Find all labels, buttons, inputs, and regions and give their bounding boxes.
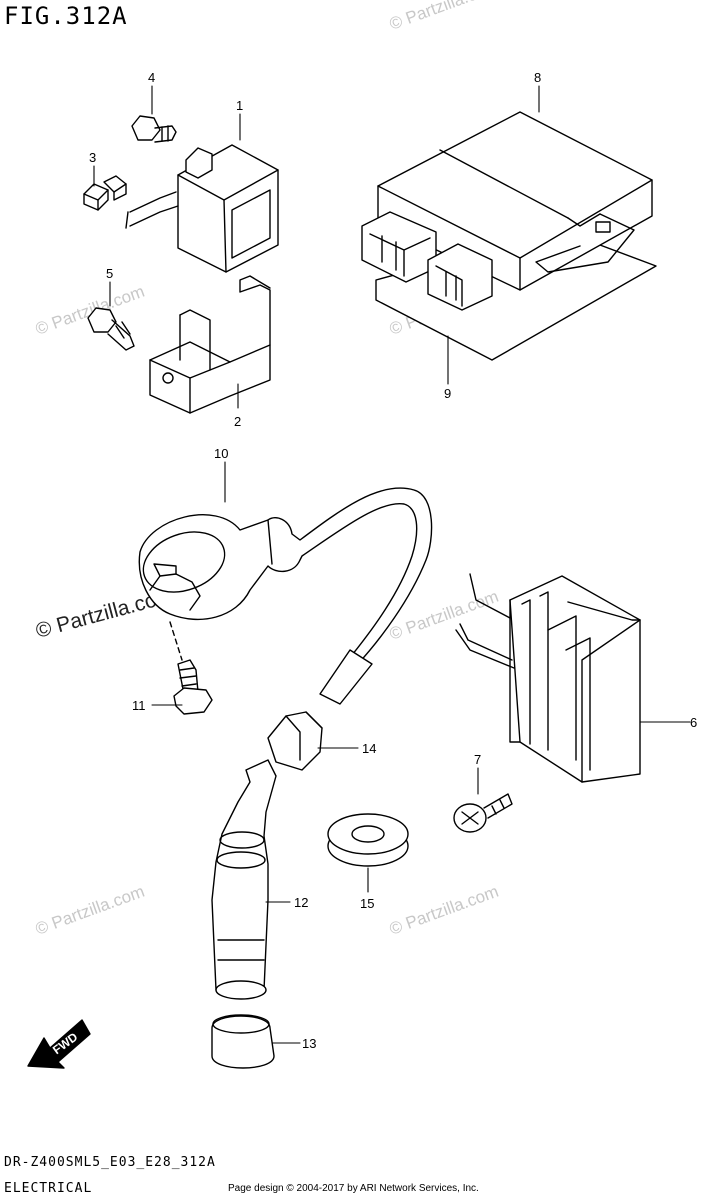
callout-15: 15 [360,896,374,911]
part-2-bracket [149,275,271,414]
callout-9: 9 [444,386,451,401]
callout-1: 1 [236,98,243,113]
leader-lines [93,85,691,1044]
footer-model-code: DR-Z400SML5_E03_E28_312A [4,1155,216,1170]
callout-5: 5 [106,266,113,281]
callout-14: 14 [362,741,376,756]
part-3-fuse [83,175,127,211]
part-12-plug-cap [211,759,277,1000]
watermark: © Partzilla.com [33,882,147,939]
callout-13: 13 [302,1036,316,1051]
part-13-boot [211,1014,275,1069]
callout-11: 11 [132,698,146,713]
callout-4: 4 [148,70,155,85]
callout-6: 6 [690,715,697,730]
part-5-bolt [87,307,135,351]
watermark: © Partzilla.com [387,0,501,34]
watermark: © Partzilla.com [387,882,501,939]
part-10-ignition-coil [138,487,433,705]
callout-12: 12 [294,895,308,910]
part-7-screw [453,793,513,833]
part-11-bolt [173,659,213,715]
part-1-relay [125,144,279,273]
callout-10: 10 [214,446,228,461]
part-14-connector [267,711,323,771]
callout-numbers: 1 2 3 4 5 6 7 8 9 10 11 12 13 14 15 [89,70,697,1051]
callout-2: 2 [234,414,241,429]
figure-title: FIG.312A [4,2,128,30]
part-15-grommet [327,813,409,867]
part-6-regulator [455,573,641,783]
callout-8: 8 [534,70,541,85]
callout-3: 3 [89,150,96,165]
part-8-ecm [361,111,653,311]
part-4-bolt [131,115,177,143]
footer-credit: Page design © 2004-2017 by ARI Network S… [228,1183,479,1194]
fwd-arrow-icon: FWD [27,1019,91,1069]
callout-7: 7 [474,752,481,767]
footer-category: ELECTRICAL [4,1181,93,1196]
watermark: © Partzilla.com [33,282,147,339]
